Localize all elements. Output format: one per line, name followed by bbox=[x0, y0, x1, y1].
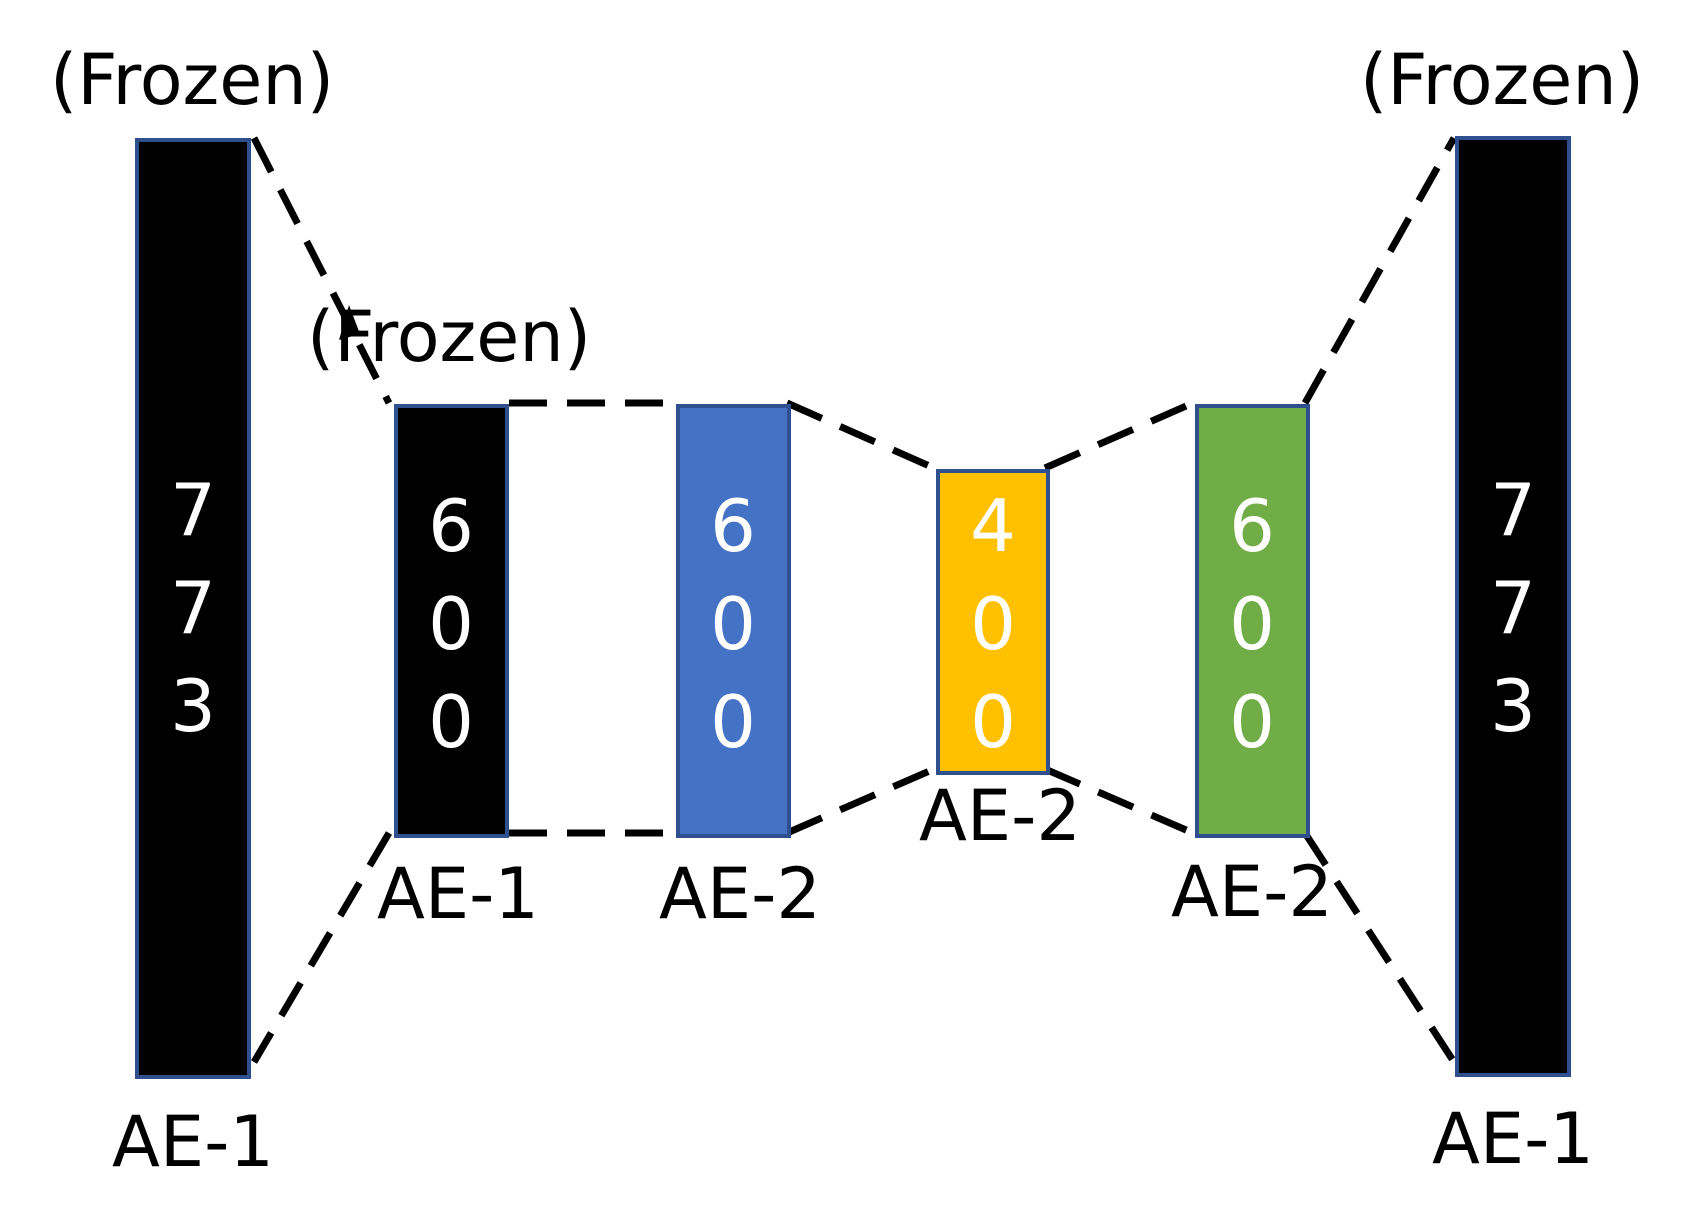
connector-bn-bottom bbox=[1043, 765, 1195, 837]
connector-out-top bbox=[1301, 136, 1458, 405]
connectors bbox=[250, 136, 1458, 1064]
ae-label-decoder: AE-2 bbox=[1171, 851, 1333, 933]
connector-bn-top bbox=[1043, 399, 1195, 472]
hidden1-digit-1: 6 bbox=[428, 484, 474, 568]
ae-label-hidden-1: AE-1 bbox=[377, 853, 539, 935]
input-digit-3: 3 bbox=[170, 664, 216, 748]
connector-in-top bbox=[250, 136, 393, 405]
frozen-label-right: (Frozen) bbox=[1360, 39, 1644, 121]
hidden1-digit-2: 0 bbox=[428, 582, 474, 666]
hidden2-digit-3: 0 bbox=[710, 680, 756, 764]
output-digit-2: 7 bbox=[1490, 566, 1536, 650]
bottleneck-digit-1: 4 bbox=[970, 484, 1016, 568]
decoder-digit-2: 0 bbox=[1229, 582, 1275, 666]
connector-out-bottom bbox=[1302, 831, 1457, 1064]
layer-rect-bottleneck bbox=[936, 469, 1050, 775]
hidden2-digit-2: 0 bbox=[710, 582, 756, 666]
decoder-digit-1: 6 bbox=[1229, 484, 1275, 568]
output-digit-3: 3 bbox=[1490, 664, 1536, 748]
layer-rect-output bbox=[1455, 136, 1571, 1077]
input-digit-1: 7 bbox=[170, 468, 216, 552]
connector-in-bottom bbox=[250, 831, 393, 1064]
input-digit-2: 7 bbox=[170, 566, 216, 650]
hidden2-digit-1: 6 bbox=[710, 484, 756, 568]
layer-rect-input bbox=[135, 138, 251, 1079]
connector-h2-bottom bbox=[785, 765, 936, 837]
ae-label-output: AE-1 bbox=[1432, 1098, 1594, 1180]
layer-rect-hidden-1 bbox=[394, 404, 509, 838]
layer-rect-decoder bbox=[1195, 404, 1310, 838]
connector-h2-top bbox=[785, 399, 936, 472]
layer-rect-hidden-2 bbox=[676, 404, 791, 838]
hidden1-digit-3: 0 bbox=[428, 680, 474, 764]
frozen-label-left: (Frozen) bbox=[50, 39, 334, 121]
ae-label-bottleneck: AE-2 bbox=[919, 775, 1081, 857]
bottleneck-digit-2: 0 bbox=[970, 582, 1016, 666]
frozen-label-inner: (Frozen) bbox=[307, 296, 591, 378]
bottleneck-digit-3: 0 bbox=[970, 680, 1016, 764]
decoder-digit-3: 0 bbox=[1229, 680, 1275, 764]
ae-label-hidden-2: AE-2 bbox=[659, 853, 821, 935]
ae-label-input: AE-1 bbox=[112, 1101, 274, 1183]
layer-blocks bbox=[135, 136, 1571, 1079]
arrowhead-icon bbox=[339, 305, 360, 340]
output-digit-1: 7 bbox=[1490, 468, 1536, 552]
